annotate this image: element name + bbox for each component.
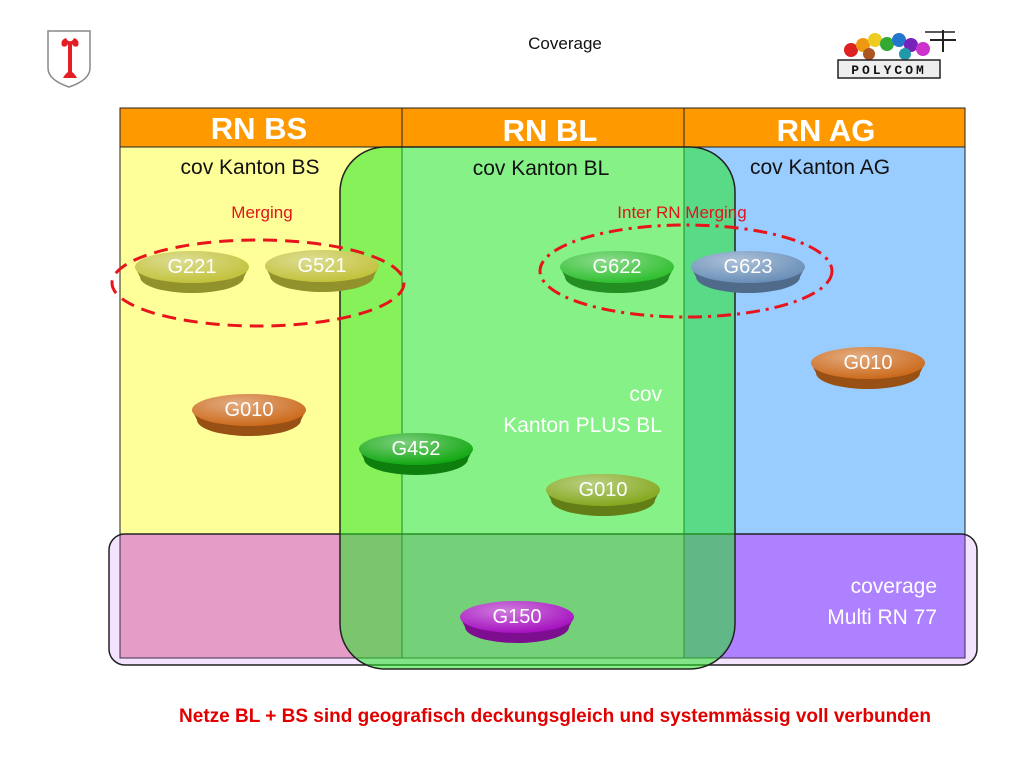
kanton-plus-bl-label-line1: cov [629, 383, 662, 406]
node-g010-ag-label: G010 [844, 352, 893, 374]
node-g010-bs-label: G010 [225, 399, 274, 421]
node-g623: G623 [691, 251, 805, 293]
multi-rn-label-line2: Multi RN 77 [827, 606, 937, 629]
merging-label: Merging [231, 203, 292, 222]
node-g010-ag: G010 [811, 347, 925, 389]
inter-rn-merging-label: Inter RN Merging [617, 203, 746, 222]
node-g221-label: G221 [168, 256, 217, 278]
node-g221: G221 [135, 251, 249, 293]
cov-kanton-ag-label: cov Kanton AG [750, 156, 890, 179]
node-g010-bl-label: G010 [579, 479, 628, 501]
kanton-plus-bl-label-line2: Kanton PLUS BL [503, 414, 662, 437]
node-g010-bl: G010 [546, 474, 660, 516]
rn-bs-label: RN BS [211, 111, 307, 146]
node-g150: G150 [460, 601, 574, 643]
cov-kanton-bl-label: cov Kanton BL [473, 157, 610, 180]
multi-rn-label-line1: coverage [851, 575, 937, 598]
footer-note: Netze BL + BS sind geografisch deckungsg… [179, 706, 931, 727]
rn-bl-header [401, 107, 685, 148]
node-g521-label: G521 [298, 255, 347, 277]
rn-bs-header [119, 107, 403, 148]
rn-ag-header [683, 107, 966, 148]
node-g622-label: G622 [593, 256, 642, 278]
inter-rn-merging-ellipse [538, 223, 834, 319]
node-g622: G622 [560, 251, 674, 293]
rn-ag-label: RN AG [777, 113, 876, 148]
cov-kanton-bs-label: cov Kanton BS [181, 156, 320, 179]
polycom-logo: POLYCOM [837, 30, 956, 79]
node-g452-label: G452 [392, 438, 441, 460]
polycom-logo-text: POLYCOM [851, 63, 927, 78]
page-title: Coverage [528, 34, 602, 53]
node-g010-bs: G010 [192, 394, 306, 436]
node-g452: G452 [359, 433, 473, 475]
node-g150-label: G150 [493, 606, 542, 628]
node-g623-label: G623 [724, 256, 773, 278]
merging-ellipse [110, 238, 406, 328]
rn-bl-label: RN BL [503, 113, 598, 148]
node-g521: G521 [265, 250, 379, 292]
basel-crest-icon [47, 30, 91, 88]
